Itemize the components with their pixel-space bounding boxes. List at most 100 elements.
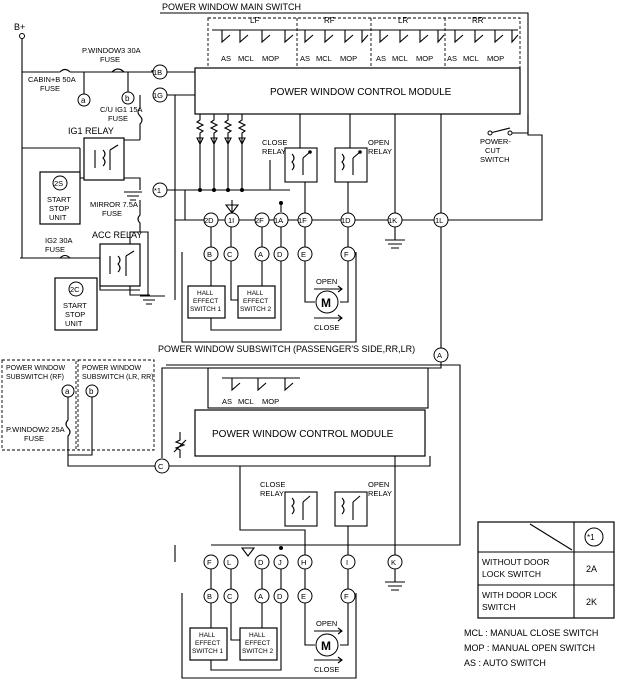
sub-lower-d: D xyxy=(277,592,283,601)
pwindow2-fuse-label-1: P.WINDOW2 25A xyxy=(6,425,65,434)
sub-as-label: AS xyxy=(222,397,232,406)
rf-as-label: AS xyxy=(300,54,310,63)
main-hall1-l1: HALL xyxy=(197,290,214,297)
acc-relay-label: ACC RELAY xyxy=(92,230,142,240)
acc-relay xyxy=(99,243,141,287)
sub-open-relay-label-1: OPEN xyxy=(368,480,389,489)
lf-as-label: AS xyxy=(221,54,231,63)
sub-hall1-l2: EFFECT xyxy=(195,640,220,647)
sub-lower-a: A xyxy=(258,592,263,601)
legend-header: *1 xyxy=(587,533,595,542)
group-label-lf: LF xyxy=(250,16,259,25)
rf-mop-label: MOP xyxy=(340,54,357,63)
sub-close-relay-label-1: CLOSE xyxy=(260,480,285,489)
cu-ig1-fuse-label-2: FUSE xyxy=(108,114,128,123)
main-close-relay-label-1: CLOSE xyxy=(262,138,287,147)
lr-mop-label: MOP xyxy=(416,54,433,63)
sub-control-module xyxy=(194,409,426,457)
sub-terminal-f: F xyxy=(207,558,212,567)
main-switch-title: POWER WINDOW MAIN SWITCH xyxy=(162,2,301,12)
sub-terminal-j: J xyxy=(278,558,282,567)
main-close-relay xyxy=(284,147,318,183)
terminal-star1: *1 xyxy=(154,186,161,195)
subswitch-title: POWER WINDOW SUBSWITCH (PASSENGER'S SIDE… xyxy=(158,344,415,354)
sub-lower-f: F xyxy=(344,592,349,601)
ig2-fuse-label-2: FUSE xyxy=(45,245,65,254)
main-lower-b: B xyxy=(207,250,212,259)
sub-motor-label: M xyxy=(321,639,331,653)
main-close-relay-label-2: RELAY xyxy=(262,147,286,156)
sub-hall-switch-2 xyxy=(239,627,278,661)
terminal-1i: 1I xyxy=(228,216,234,225)
sub-terminal-l: L xyxy=(227,558,231,567)
power-cut-label-2: CUT xyxy=(485,146,501,155)
main-control-module-label: POWER WINDOW CONTROL MODULE xyxy=(270,87,452,98)
legend-table: *1 WITHOUT DOOR LOCK SWITCH 2A WITH DOOR… xyxy=(477,521,615,619)
main-hall1-l2: EFFECT xyxy=(193,298,218,305)
start-stop-2s-line1: START xyxy=(47,195,71,204)
sub-terminal-i: I xyxy=(346,558,348,567)
cabin-fuse-label-1: CABIN+B 50A xyxy=(28,75,76,84)
main-lower-e: E xyxy=(301,250,306,259)
legend-row2-label-1: WITH DOOR LOCK xyxy=(482,590,557,600)
sub-node-a: a xyxy=(65,387,70,396)
sub-hall2-l3: SWITCH 2 xyxy=(242,648,273,655)
subswitch-rf-box xyxy=(1,359,77,451)
sub-open-relay-label-2: RELAY xyxy=(368,489,392,498)
main-switch-contacts xyxy=(212,29,519,44)
subswitch-lr-rr-label-1: POWER WINDOW xyxy=(82,365,141,372)
cabin-fuse-label-2: FUSE xyxy=(40,84,60,93)
lf-mop-label: MOP xyxy=(262,54,279,63)
sub-switch-panel xyxy=(207,367,429,409)
start-stop-2c-line2: STOP xyxy=(65,310,85,319)
terminal-2d: 2D xyxy=(204,216,214,225)
group-label-rf: RF xyxy=(324,16,335,25)
terminal-1f: 1F xyxy=(298,216,307,225)
start-stop-2s-line3: UNIT xyxy=(49,213,67,222)
sub-mcl-label: MCL xyxy=(238,397,254,406)
pwindow2-fuse-label-2: FUSE xyxy=(24,434,44,443)
power-cut-label-1: POWER- xyxy=(480,137,511,146)
start-stop-2c-line1: START xyxy=(63,301,87,310)
rr-mcl-label: MCL xyxy=(463,54,479,63)
terminal-2f: 2F xyxy=(255,216,264,225)
main-lower-f: F xyxy=(344,250,349,259)
group-label-rr: RR xyxy=(472,16,484,25)
rr-as-label: AS xyxy=(447,54,457,63)
main-hall2-l3: SWITCH 2 xyxy=(240,306,271,313)
sub-mop-label: MOP xyxy=(262,397,279,406)
main-open-relay-label-2: RELAY xyxy=(368,147,392,156)
node-b-label: b xyxy=(125,94,130,103)
main-lower-c: C xyxy=(227,250,233,259)
group-label-lr: LR xyxy=(398,16,408,25)
terminal-1d: 1D xyxy=(341,216,351,225)
pwindow3-fuse-label-2: FUSE xyxy=(100,55,120,64)
sub-hall2-l1: HALL xyxy=(249,632,266,639)
rf-mcl-label: MCL xyxy=(316,54,332,63)
terminal-c-sub: C xyxy=(158,462,164,471)
sub-lower-e: E xyxy=(301,592,306,601)
ig1-relay-label: IG1 RELAY xyxy=(68,126,114,136)
sub-control-module-label: POWER WINDOW CONTROL MODULE xyxy=(212,429,394,440)
lf-mcl-label: MCL xyxy=(238,54,254,63)
subswitch-lr-rr-label-2: SUBSWITCH (LR, RR) xyxy=(82,374,154,381)
battery-label: B+ xyxy=(14,22,25,32)
sub-terminal-h: H xyxy=(301,558,306,567)
rr-mop-label: MOP xyxy=(487,54,504,63)
main-resistor-bank xyxy=(185,114,290,191)
sub-close-relay-label-2: RELAY xyxy=(260,489,284,498)
ig2-fuse-label-1: IG2 30A xyxy=(45,236,73,245)
main-switch-frame xyxy=(160,12,543,221)
legend-row1-label-2: LOCK SWITCH xyxy=(482,569,541,579)
abbrev-as: AS : AUTO SWITCH xyxy=(464,658,546,668)
terminal-1a: 1A xyxy=(274,216,283,225)
sub-motor-open-label: OPEN xyxy=(316,619,337,628)
subswitch-rf-label-2: SUBSWITCH (RF) xyxy=(6,374,64,381)
main-control-module xyxy=(194,67,521,115)
abbrev-mop: MOP : MANUAL OPEN SWITCH xyxy=(464,643,595,653)
main-motor-close-label: CLOSE xyxy=(314,323,339,332)
sub-close-relay xyxy=(284,491,318,527)
legend-row1-value: 2A xyxy=(586,564,597,574)
power-cut-label-3: SWITCH xyxy=(480,155,510,164)
